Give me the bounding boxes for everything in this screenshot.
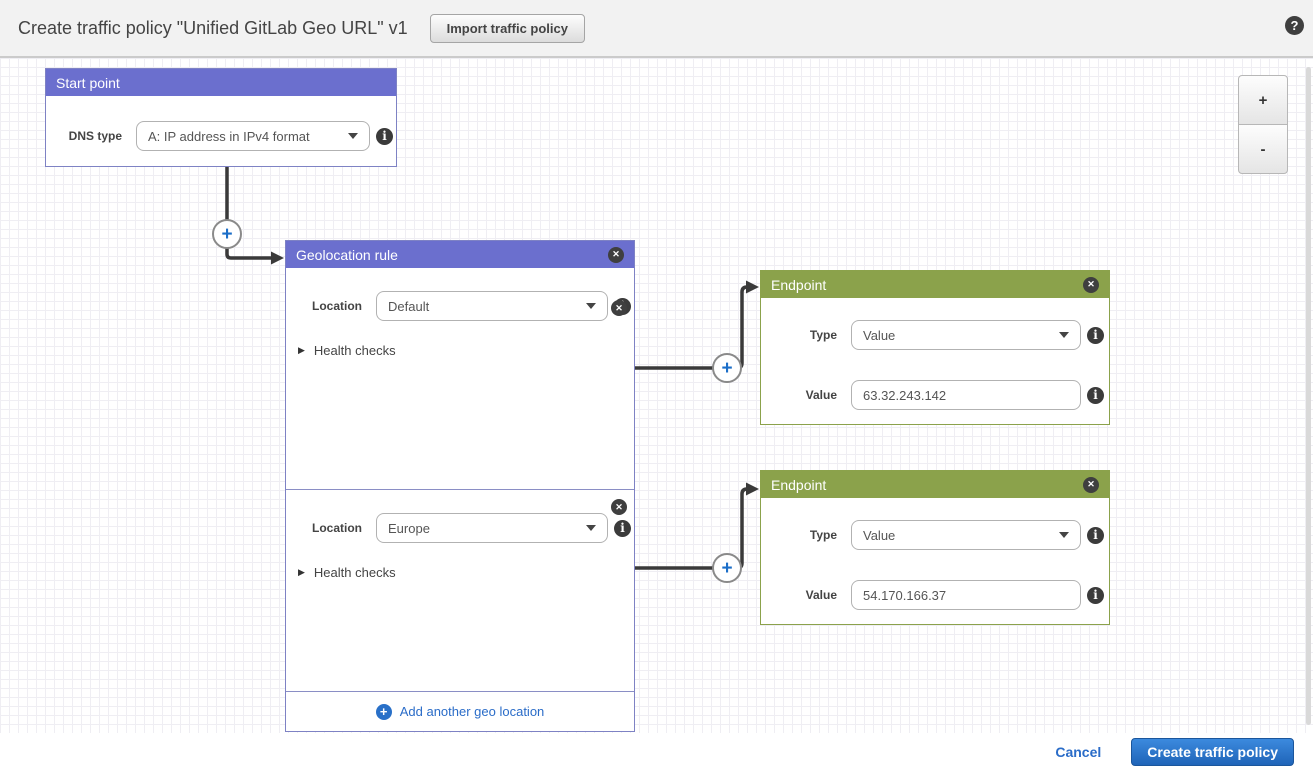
connector-plus-start[interactable]: + — [212, 219, 242, 249]
plus-icon: + — [375, 703, 392, 720]
health-checks-toggle[interactable]: ▶ Health checks — [298, 343, 396, 358]
connector-plus-endpoint-1[interactable]: + — [712, 353, 742, 383]
endpoint-value-info-icon[interactable]: i — [1087, 586, 1104, 604]
close-icon[interactable]: ✕ — [608, 246, 624, 263]
endpoint-title: Endpoint — [771, 476, 827, 493]
chevron-down-icon — [1059, 332, 1069, 338]
geolocation-rule-title: Geolocation rule — [296, 246, 398, 263]
close-icon[interactable]: ✕ — [1083, 276, 1099, 293]
policy-canvas[interactable]: + - Start point DNS type A: IP address i… — [0, 58, 1313, 733]
geo-location-section-europe: ✕ Location Europe i ▶ Health checks — [286, 489, 634, 691]
chevron-down-icon — [586, 525, 596, 531]
endpoint-value-info-icon[interactable]: i — [1087, 386, 1104, 404]
collapsed-arrow-icon: ▶ — [298, 345, 305, 355]
endpoint-node-2: Endpoint ✕ Type Value i Value i — [760, 470, 1110, 625]
location-info-icon[interactable]: i — [614, 519, 631, 537]
zoom-in-button[interactable]: + — [1238, 75, 1288, 125]
create-traffic-policy-button[interactable]: Create traffic policy — [1131, 737, 1294, 766]
canvas-scrollbar[interactable] — [1306, 67, 1311, 725]
endpoint-type-select[interactable]: Value — [851, 320, 1081, 350]
chevron-down-icon — [348, 133, 358, 139]
endpoint-type-label: Type — [809, 528, 837, 542]
health-checks-toggle[interactable]: ▶ Health checks — [298, 565, 396, 580]
location-label: Location — [312, 299, 362, 313]
start-point-title: Start point — [56, 74, 120, 91]
location-select-default[interactable]: Default — [376, 291, 608, 321]
import-traffic-policy-button[interactable]: Import traffic policy — [429, 13, 585, 43]
zoom-controls: + - — [1238, 75, 1288, 174]
endpoint-type-info-icon[interactable]: i — [1087, 326, 1104, 344]
chevron-down-icon — [1059, 532, 1069, 538]
geo-location-section-default: ✕ Location Default i ▶ Health checks — [286, 291, 634, 489]
endpoint-type-info-icon[interactable]: i — [1087, 526, 1104, 544]
start-point-node: Start point DNS type A: IP address in IP… — [45, 68, 397, 167]
geolocation-rule-node: Geolocation rule ✕ ✕ Location Default i … — [285, 240, 635, 732]
endpoint-value-input[interactable] — [851, 380, 1081, 410]
footer-bar: Cancel Create traffic policy — [0, 733, 1313, 770]
add-geo-location-link[interactable]: + Add another geo location — [375, 703, 544, 720]
location-select-europe[interactable]: Europe — [376, 513, 608, 543]
endpoint-title: Endpoint — [771, 276, 827, 293]
help-icon[interactable]: ? — [1285, 16, 1304, 35]
endpoint-node-1: Endpoint ✕ Type Value i Value i — [760, 270, 1110, 425]
close-icon[interactable]: ✕ — [611, 499, 627, 515]
dns-type-select[interactable]: A: IP address in IPv4 format — [136, 121, 370, 151]
dns-type-info-icon[interactable]: i — [376, 127, 393, 145]
endpoint-type-select[interactable]: Value — [851, 520, 1081, 550]
connector-plus-endpoint-2[interactable]: + — [712, 553, 742, 583]
cancel-link[interactable]: Cancel — [1055, 743, 1102, 760]
close-icon[interactable]: ✕ — [611, 300, 627, 316]
endpoint-type-label: Type — [809, 328, 837, 342]
location-label: Location — [312, 521, 362, 535]
page-title: Create traffic policy "Unified GitLab Ge… — [18, 17, 408, 38]
zoom-out-button[interactable]: - — [1238, 124, 1288, 174]
dns-type-label: DNS type — [68, 129, 122, 143]
page-header: Create traffic policy "Unified GitLab Ge… — [0, 0, 1313, 58]
endpoint-value-label: Value — [805, 388, 837, 402]
endpoint-value-input[interactable] — [851, 580, 1081, 610]
collapsed-arrow-icon: ▶ — [298, 567, 305, 577]
endpoint-value-label: Value — [805, 588, 837, 602]
chevron-down-icon — [586, 303, 596, 309]
close-icon[interactable]: ✕ — [1083, 476, 1099, 493]
